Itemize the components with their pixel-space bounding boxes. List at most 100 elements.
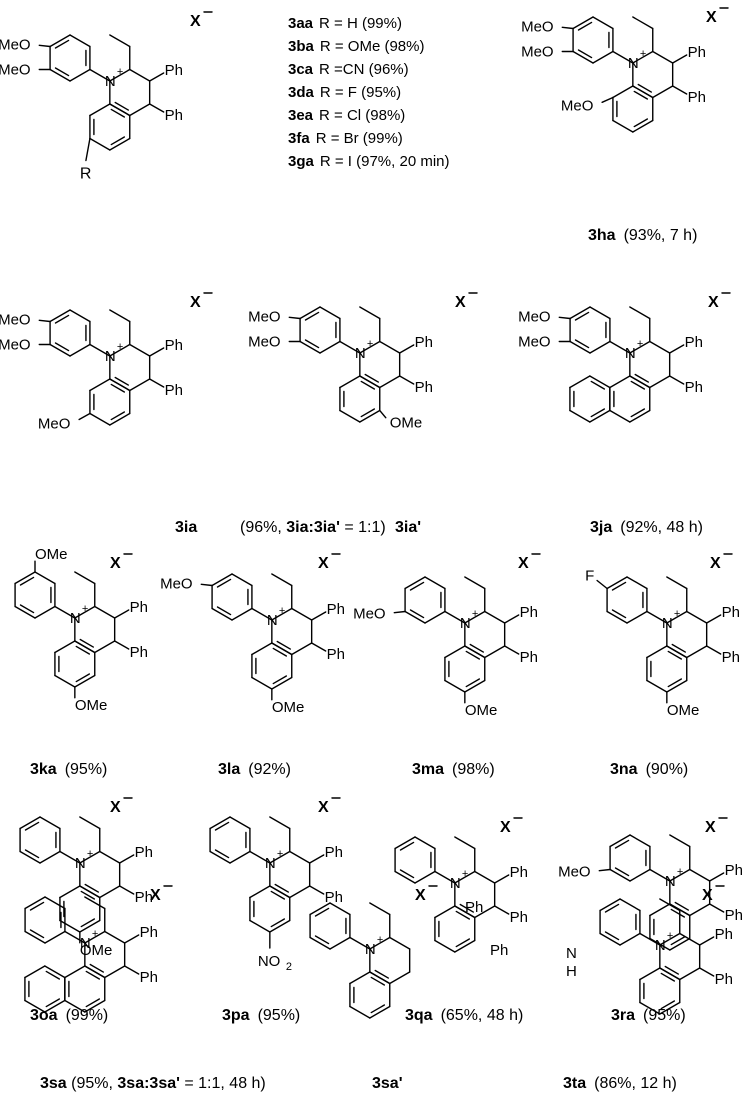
bond-513	[604, 931, 620, 941]
bond-474	[45, 998, 61, 1008]
bond-120	[364, 373, 380, 383]
methoxy-label: MeO	[248, 334, 281, 351]
bond-426	[669, 937, 691, 951]
bond-99	[38, 319, 51, 323]
bond-489	[349, 936, 371, 950]
bond-145	[629, 306, 651, 320]
phenyl-label: Ph	[140, 969, 158, 986]
bond-253	[464, 576, 486, 590]
bond-477	[329, 902, 351, 916]
phenyl-label: Ph	[688, 44, 706, 61]
bond-233	[251, 676, 273, 690]
bond-332	[59, 919, 81, 933]
bond-466	[123, 965, 140, 975]
bond-506	[619, 898, 641, 912]
bond-94	[110, 411, 126, 421]
phenyl-label: Ph	[510, 909, 528, 926]
bond-299	[646, 679, 668, 693]
bond-2	[69, 68, 91, 82]
bond-517	[659, 932, 681, 946]
bond-498	[369, 1005, 391, 1019]
bond-322	[59, 850, 81, 864]
bond-277	[626, 576, 648, 590]
bond-28	[148, 72, 165, 82]
bond-25	[110, 108, 126, 118]
bond-46	[612, 50, 634, 64]
bond-31	[38, 44, 51, 48]
bond-376	[414, 870, 436, 884]
bond-496	[369, 971, 391, 985]
bond-272	[503, 614, 520, 624]
bond-117	[379, 375, 401, 389]
bond-349	[214, 849, 230, 859]
caption-3la: 3la(92%)	[218, 761, 291, 778]
bond-295	[671, 643, 687, 653]
bond-155	[629, 375, 651, 389]
bond-385	[454, 870, 476, 884]
bond-455	[89, 963, 105, 973]
methoxy-label: MeO	[353, 606, 386, 623]
phenyl-label: Ph	[165, 107, 183, 124]
phenyl-label: Ph	[165, 382, 183, 399]
bond-12	[89, 68, 111, 82]
methoxy-label-2: MeO	[0, 37, 31, 54]
bond-104	[319, 340, 341, 354]
bond-181	[14, 605, 36, 619]
bond-367	[270, 890, 286, 900]
bond-34	[592, 16, 614, 30]
phenyl-label: Ph	[465, 899, 483, 916]
bond-113	[359, 340, 381, 354]
nitrogen-label: N	[70, 610, 81, 627]
bond-339	[118, 885, 135, 895]
bond-196	[79, 638, 95, 648]
bond-219	[216, 578, 232, 588]
bond-81	[129, 343, 151, 357]
bond-435	[598, 868, 611, 872]
phenyl-label: Ph	[165, 337, 183, 354]
phenyl-label: Ph	[685, 379, 703, 396]
r-group-label: R	[80, 166, 92, 183]
bond-473	[45, 970, 61, 980]
bond-246	[424, 610, 446, 624]
bond-70	[69, 343, 91, 357]
bond-207	[113, 640, 130, 650]
caption-3ta: 3ta(86%, 12 h)	[563, 1075, 677, 1092]
bond-417	[649, 868, 671, 882]
bond-350	[214, 821, 230, 831]
bond-37	[572, 50, 594, 64]
counter-ion-X: X	[702, 887, 713, 904]
bond-511	[599, 898, 621, 912]
bond-58	[612, 85, 634, 99]
bond-303	[667, 678, 683, 688]
bond-251	[409, 609, 425, 619]
bond-412	[614, 867, 630, 877]
bond-353	[269, 850, 291, 864]
bond-223	[251, 607, 273, 621]
bond-186	[19, 576, 35, 586]
bond-229	[276, 640, 292, 650]
bond-448	[84, 930, 106, 944]
methoxy-label: OMe	[390, 415, 423, 432]
bond-206	[113, 609, 130, 619]
bond-503	[370, 1004, 386, 1014]
bond-338	[118, 854, 135, 864]
bond-111	[359, 306, 381, 320]
bond-285	[611, 581, 627, 591]
bond-92	[89, 378, 111, 392]
bond-445	[29, 901, 45, 911]
bond-279	[626, 610, 648, 624]
bond-249	[404, 576, 426, 590]
bond-485	[314, 907, 330, 917]
bond-430	[670, 908, 686, 918]
bond-87	[109, 378, 131, 392]
positive-charge: +	[117, 341, 123, 353]
bond-331	[79, 919, 101, 933]
positive-charge: +	[677, 866, 683, 878]
bond-528	[639, 1001, 661, 1015]
methoxy-label: MeO	[0, 312, 31, 329]
bond-52	[637, 83, 653, 93]
methoxy-label: OMe	[75, 697, 108, 714]
bond-185	[19, 604, 35, 614]
bond-109	[304, 339, 320, 349]
